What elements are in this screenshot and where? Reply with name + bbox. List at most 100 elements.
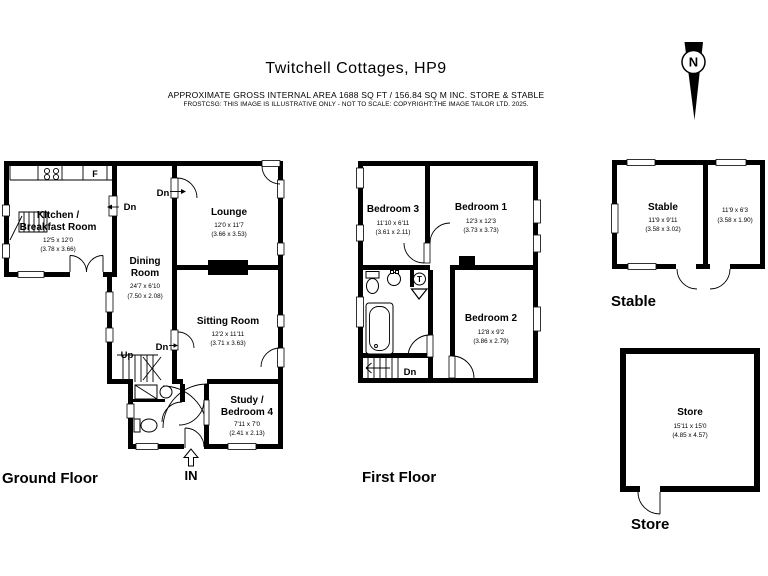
stable-dims-imperial: 11'9 x 9'11 — [648, 217, 678, 224]
lounge-dims-imperial: 12'0 x 11'7 — [214, 222, 244, 229]
ground-floor-label: Ground Floor — [2, 470, 98, 487]
first-stairs — [365, 358, 399, 378]
dining-name-1: Dining — [129, 256, 160, 267]
wc-door-arc — [161, 401, 183, 423]
bedroom1-dims-metric: (3.73 x 3.73) — [463, 227, 498, 234]
first-bathroom-fixtures: T — [365, 270, 429, 355]
kitchen-dn-label: Dn — [124, 202, 137, 213]
first-windows — [356, 167, 541, 332]
page-title: Twitchell Cottages, HP9 — [265, 60, 447, 77]
dining-dims-metric: (7.50 x 2.08) — [127, 293, 162, 300]
lounge-dims-metric: (3.66 x 3.53) — [211, 231, 246, 238]
ground-windows — [2, 179, 285, 450]
stable-plan: Stable 11'9 x 9'11 (3.58 x 3.02) 11'9 x … — [611, 159, 765, 290]
store-dims-metric: (4.85 x 4.57) — [672, 432, 707, 439]
sitting-name: Sitting Room — [197, 316, 259, 327]
lounge-garden-door-leaf — [261, 160, 281, 167]
stable-room-name: Stable — [648, 202, 678, 213]
bathroom-door-leaf — [426, 334, 434, 358]
compass-n-label: N — [689, 55, 698, 70]
hob-icon — [43, 167, 60, 181]
counter — [9, 166, 112, 181]
bath-icon — [365, 302, 394, 355]
in-arrow-icon — [182, 448, 200, 467]
dining-name-2: Room — [131, 268, 159, 279]
store-dims-imperial: 15'11 x 15'0 — [673, 423, 707, 430]
store-room-name: Store — [677, 407, 703, 418]
lounge-name: Lounge — [211, 207, 248, 218]
stable-label: Stable — [611, 293, 657, 310]
bedroom3-dims-imperial: 11'10 x 6'11 — [377, 220, 410, 227]
front-door-arc — [184, 427, 205, 448]
toilet-cistern — [133, 418, 141, 433]
first-doors — [403, 222, 475, 379]
kitchen-name-2: Breakfast Room — [20, 222, 97, 233]
first-floor-plan: T Bedroom 3 11'10 x 6'11 (3.61 x 2.11) B… — [356, 161, 541, 383]
ground-arrows — [107, 189, 186, 348]
chimney-breast — [459, 256, 475, 270]
tank-icon — [413, 272, 426, 286]
bedroom1-door-arc — [429, 222, 451, 244]
bedroom2-dims-imperial: 12'8 x 9'2 — [478, 329, 505, 336]
north-arrow-icon: N — [681, 42, 706, 120]
entrance-marker: IN — [182, 448, 200, 483]
in-label: IN — [185, 468, 198, 483]
fridge-label: F — [92, 169, 98, 179]
bedroom1-name: Bedroom 1 — [455, 202, 508, 213]
bedroom2-name: Bedroom 2 — [465, 313, 518, 324]
toilet-icon — [140, 418, 158, 433]
ground-bathroom-fixtures — [133, 384, 173, 433]
cellar-dn-label: Dn — [156, 342, 169, 353]
sitting-dims-imperial: 12'2 x 11'11 — [212, 331, 245, 338]
stable2-dims-metric: (3.58 x 1.90) — [717, 217, 752, 224]
sitting-garden-door-leaf — [277, 347, 285, 368]
basin-icon — [159, 385, 173, 399]
study-door-leaf — [203, 399, 210, 426]
ground-walls — [4, 161, 283, 449]
dining-dims-imperial: 24'7 x 6'10 — [130, 283, 161, 290]
stable-doors — [676, 268, 731, 290]
store-label: Store — [631, 516, 670, 533]
toilet-icon — [366, 278, 379, 294]
first-floor-label: First Floor — [362, 469, 437, 486]
disclaimer-text: FROSTCSG: THIS IMAGE IS ILLUSTRATIVE ONL… — [183, 101, 529, 108]
kitchen-fixtures: F — [9, 166, 112, 241]
ground-floor-plan: F Kitchen / Breakfast Room 12'5 x 12'0 ( — [2, 160, 285, 483]
study-dims-imperial: 7'11 x 7'0 — [234, 421, 261, 428]
ground-doors — [69, 160, 285, 448]
store-door — [637, 491, 661, 515]
store-plan: Store 15'11 x 15'0 (4.85 x 4.57) — [620, 348, 760, 515]
bedroom1-dims-imperial: 12'3 x 12'3 — [466, 218, 497, 225]
sitting-dims-metric: (3.71 x 3.63) — [210, 340, 245, 347]
kitchen-name-1: Kitchen / — [37, 210, 79, 221]
stable2-dims-imperial: 11'9 x 6'3 — [722, 207, 749, 214]
lounge-door-leaf — [170, 177, 179, 199]
cellar-steps-icon — [9, 211, 48, 241]
kitchen-dims-metric: (3.78 x 3.66) — [40, 246, 75, 253]
bedroom3-door-leaf — [423, 242, 431, 264]
toilet-cistern — [365, 271, 380, 279]
basin-icon — [387, 272, 401, 286]
cellar-door-leaf — [170, 329, 179, 351]
stable-walls — [612, 160, 765, 269]
tank-label: T — [417, 275, 422, 284]
store-walls — [620, 348, 760, 492]
kitchen-dims-imperial: 12'5 x 12'0 — [43, 237, 74, 244]
first-walls — [358, 161, 538, 383]
gross-area-text: APPROXIMATE GROSS INTERNAL AREA 1688 SQ … — [167, 90, 545, 100]
bedroom3-name: Bedroom 3 — [367, 204, 420, 215]
study-name-2: Bedroom 4 — [221, 407, 274, 418]
french-door-leaves — [69, 255, 104, 272]
first-dn-label: Dn — [404, 367, 417, 378]
bedroom2-door-leaf — [448, 355, 456, 379]
study-dims-metric: (2.41 x 2.13) — [229, 430, 264, 437]
bedroom3-dims-metric: (3.61 x 2.11) — [376, 229, 411, 236]
ground-stairs — [117, 354, 162, 382]
lounge-dn-label: Dn — [157, 188, 170, 199]
stable-dims-metric: (3.58 x 3.02) — [645, 226, 680, 233]
stable-windows — [611, 159, 747, 270]
bedroom2-dims-metric: (3.86 x 2.79) — [473, 338, 508, 345]
fireplace — [208, 260, 248, 275]
